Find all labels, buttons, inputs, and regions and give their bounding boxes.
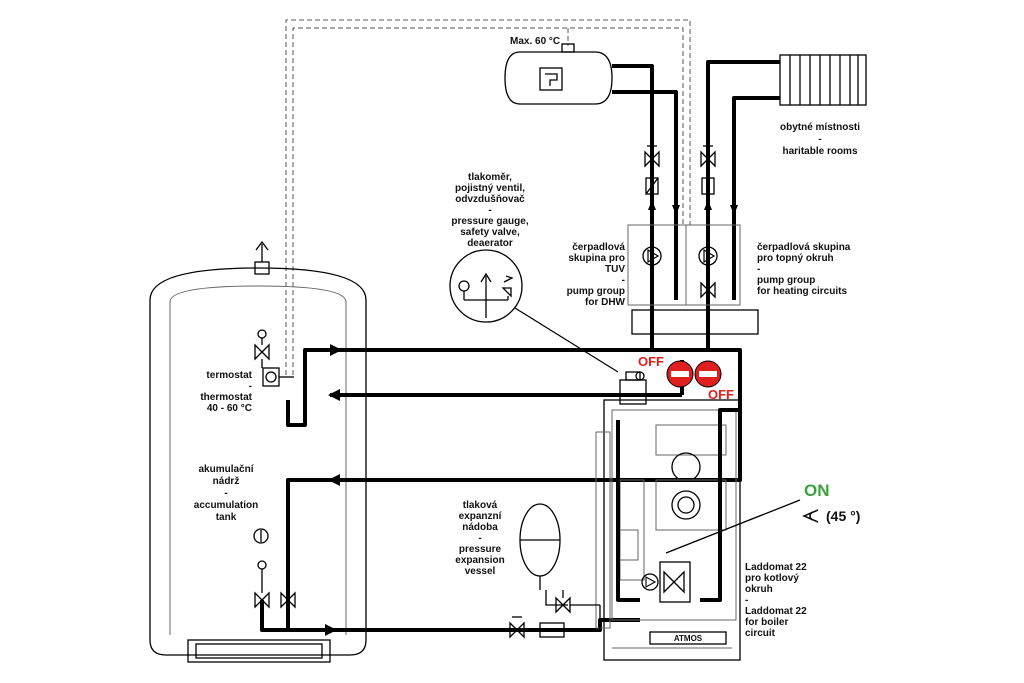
svg-text:for boiler: for boiler — [745, 617, 788, 628]
svg-text:deaerator: deaerator — [467, 238, 513, 249]
svg-text:pressure: pressure — [459, 544, 502, 555]
off-label-dhw: OFF — [638, 354, 664, 369]
laddomat-pump-icon — [641, 573, 659, 591]
svg-text:čerpadlová skupina: čerpadlová skupina — [757, 242, 851, 253]
svg-text:čerpadlová: čerpadlová — [572, 242, 625, 253]
svg-text:nádoba: nádoba — [462, 522, 498, 533]
svg-text:-: - — [478, 533, 481, 544]
heating-pipes — [704, 60, 780, 350]
svg-text:-: - — [757, 264, 760, 275]
pressure-gauge-detail — [449, 249, 619, 373]
svg-text:tlaková: tlaková — [463, 500, 498, 511]
svg-text:for DHW: for DHW — [585, 297, 626, 308]
pump-group-box — [627, 224, 759, 335]
svg-text:pump group: pump group — [567, 286, 625, 297]
svg-text:circuit: circuit — [745, 628, 776, 639]
svg-text:tlakoměr,: tlakoměr, — [468, 172, 512, 183]
expansion-vessel-label: tlaková expanzní nádoba - pressure expan… — [455, 500, 504, 577]
heating-pump-group — [698, 145, 718, 299]
laddomat-label: Laddomat 22 pro kotlový okruh - Laddomat… — [745, 562, 807, 639]
svg-text:-: - — [488, 205, 491, 216]
svg-text:-: - — [249, 381, 252, 392]
dhw-tank — [504, 43, 613, 105]
boiler: ATMOS — [595, 371, 741, 661]
svg-text:Laddomat 22: Laddomat 22 — [745, 606, 807, 617]
svg-text:vessel: vessel — [465, 566, 496, 577]
tank-label: akumulační nádrž - accumulation tank — [194, 464, 258, 523]
svg-text:odvzdušňovač: odvzdušňovač — [455, 194, 525, 205]
off-label-heating: OFF — [708, 387, 734, 402]
angle-value: (45 °) — [826, 508, 860, 524]
tank-thermometer-icon — [253, 528, 269, 544]
svg-text:haritable rooms: haritable rooms — [782, 146, 857, 157]
svg-text:Laddomat 22: Laddomat 22 — [745, 562, 807, 573]
dhw-pump-group — [642, 145, 662, 266]
laddomat-unit — [641, 499, 801, 603]
max-temp-label: Max. 60 °C — [510, 36, 560, 47]
svg-text:skupina pro: skupina pro — [568, 253, 625, 264]
on-label: ON — [804, 481, 830, 500]
svg-text:40 - 60 °C: 40 - 60 °C — [207, 403, 252, 414]
rooms-label: obytné místnosti - haritable rooms — [780, 122, 860, 157]
svg-text:pro kotlový: pro kotlový — [745, 573, 799, 584]
svg-text:TUV: TUV — [605, 264, 625, 275]
svg-text:-: - — [224, 488, 227, 499]
angle-icon — [802, 509, 819, 523]
svg-text:expanzní: expanzní — [459, 511, 503, 522]
svg-text:pojistný ventil,: pojistný ventil, — [455, 183, 525, 194]
svg-text:expansion: expansion — [455, 555, 504, 566]
dhw-pump-group-label: čerpadlová skupina pro TUV - pump group … — [567, 242, 626, 308]
svg-text:okruh: okruh — [745, 584, 773, 595]
air-vent-arrow-icon — [255, 240, 269, 262]
svg-text:pro topný okruh: pro topný okruh — [757, 253, 834, 264]
svg-text:-: - — [818, 134, 821, 145]
svg-text:obytné místnosti: obytné místnosti — [780, 122, 860, 133]
svg-text:nádrž: nádrž — [213, 476, 240, 487]
svg-text:pump group: pump group — [757, 275, 815, 286]
heating-pump-icon — [698, 246, 718, 266]
return-valve-and-filter — [509, 616, 565, 639]
svg-text:tank: tank — [216, 512, 237, 523]
heating-pump-group-label: čerpadlová skupina pro topný okruh - pum… — [757, 242, 851, 297]
thermostat-signal-line — [285, 19, 691, 375]
faucet-icon — [539, 67, 563, 91]
dhw-pipes — [612, 64, 680, 350]
svg-text:termostat: termostat — [206, 370, 252, 381]
accumulation-tank — [149, 240, 367, 663]
thermostat-label: termostat - thermostat 40 - 60 °C — [200, 370, 252, 414]
off-valve-heating — [694, 360, 722, 388]
svg-text:thermostat: thermostat — [200, 392, 252, 403]
hot-supply-pipe — [286, 344, 742, 427]
pressure-gauge-label: tlakoměr, pojistný ventil, odvzdušňovač … — [451, 172, 528, 249]
svg-text:safety valve,: safety valve, — [460, 227, 520, 238]
svg-text:-: - — [745, 595, 748, 606]
expansion-vessel — [519, 503, 601, 630]
tank-bottom-valves — [254, 560, 296, 609]
svg-text:akumulační: akumulační — [198, 464, 254, 475]
svg-text:for heating circuits: for heating circuits — [757, 286, 847, 297]
svg-text:-: - — [622, 275, 625, 286]
radiator — [779, 54, 867, 106]
svg-text:pressure gauge,: pressure gauge, — [451, 216, 528, 227]
off-valve-dhw — [666, 360, 694, 388]
svg-text:accumulation: accumulation — [194, 500, 258, 511]
dhw-pump-icon — [642, 246, 662, 266]
tank-thermostat — [254, 329, 294, 387]
boiler-brand: ATMOS — [674, 634, 703, 643]
